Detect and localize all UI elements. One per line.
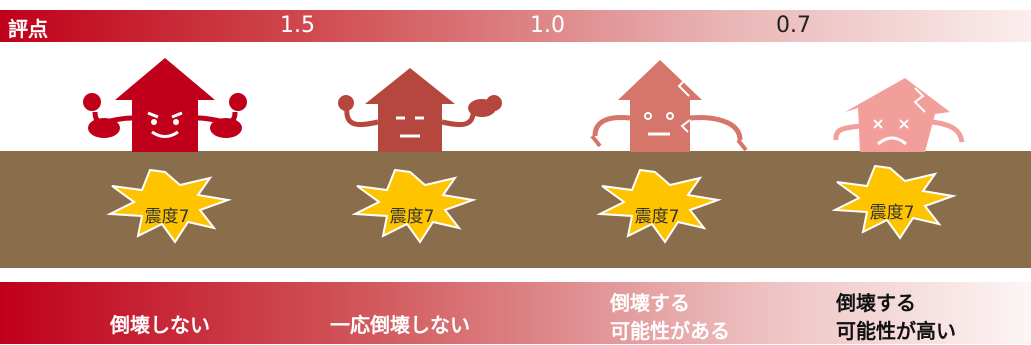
- burst-icon-3: [596, 168, 722, 244]
- category-label-bar: [0, 282, 1031, 344]
- medium-house-icon: [338, 68, 502, 152]
- burst-icon-4: [831, 164, 957, 240]
- score-value-1-0: 1.0: [530, 13, 565, 38]
- score-title: 評点: [8, 17, 48, 41]
- burst-icon-2: [351, 168, 477, 244]
- quake-label-2: 震度7: [389, 207, 435, 227]
- category-label-3: 倒壊する 可能性がある: [610, 291, 730, 343]
- strong-house-icon: [83, 58, 247, 152]
- score-bar: 評点 1.5 1.0 0.7: [0, 10, 1031, 42]
- quake-label-1: 震度7: [144, 207, 190, 227]
- category-label-1: 倒壊しない: [110, 313, 210, 337]
- burst-icon-1: [106, 168, 232, 244]
- very-weak-house-icon: [833, 78, 965, 152]
- score-value-0-7: 0.7: [776, 13, 811, 38]
- quake-label-3: 震度7: [634, 207, 680, 227]
- category-label-4: 倒壊する 可能性が高い: [836, 291, 956, 343]
- weak-house-icon: [590, 60, 748, 152]
- score-value-1-5: 1.5: [280, 13, 315, 38]
- category-label-2: 一応倒壊しない: [330, 313, 470, 337]
- quake-label-4: 震度7: [869, 203, 915, 223]
